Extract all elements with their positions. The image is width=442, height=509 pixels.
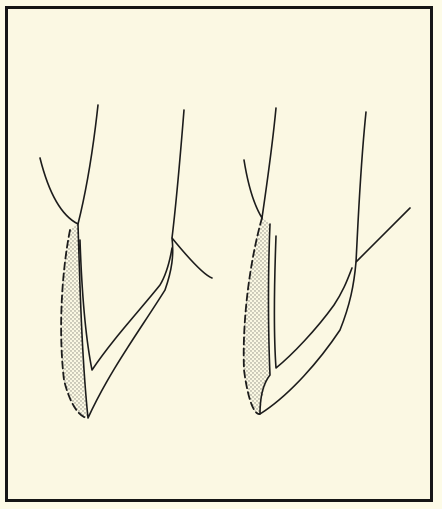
- left-root-outer: [78, 224, 173, 418]
- right-panel: [244, 108, 410, 414]
- right-gum-line-right: [356, 112, 410, 262]
- right-root-inner: [275, 236, 353, 368]
- left-gum-line-right: [172, 110, 212, 278]
- left-stippled-area: [61, 224, 88, 418]
- right-gum-line: [244, 108, 276, 218]
- left-panel: [40, 105, 212, 418]
- right-stippled-area: [244, 218, 270, 414]
- left-gum-line: [40, 105, 98, 224]
